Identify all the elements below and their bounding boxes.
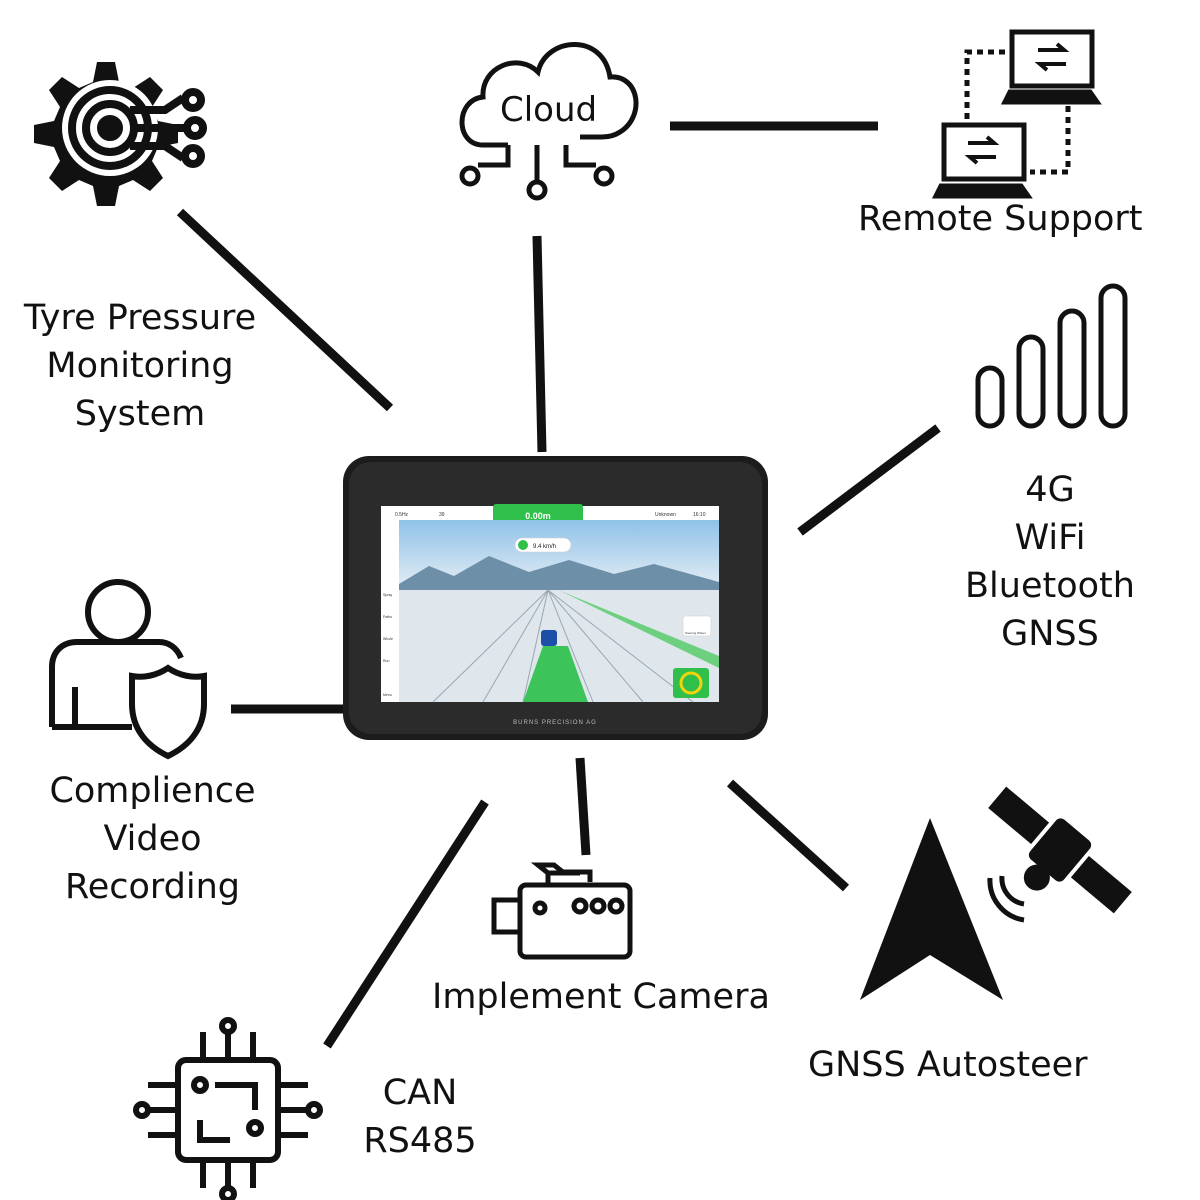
distance-banner	[493, 504, 583, 524]
connector-cloud	[532, 235, 547, 453]
tractor-icon	[541, 630, 557, 646]
tablet-screen: 0.00m 0.5Hz 39 Unknown 16:10 9.4 km/h Sp…	[343, 456, 768, 740]
gear-circuit-icon	[34, 62, 207, 206]
connectivity-label: 4G WiFi Bluetooth GNSS	[965, 470, 1135, 654]
connector-connectivity	[797, 424, 941, 536]
signal-bars-icon	[975, 283, 1128, 429]
cloud-label: Cloud	[500, 90, 598, 130]
navigation-arrow-icon	[860, 818, 1003, 1000]
camera-label: Implement Camera	[432, 977, 770, 1017]
svg-text:16:10: 16:10	[693, 512, 706, 518]
menu-item[interactable]: Whole	[383, 637, 393, 641]
menu-item[interactable]: Paths	[383, 615, 392, 619]
brand-text: BURNS PRECISION AG	[513, 720, 597, 726]
chip-icon	[133, 1017, 323, 1200]
connector-camera	[575, 757, 591, 856]
video-camera-icon	[491, 862, 633, 960]
compliance-label: Complience Video Recording	[49, 771, 256, 907]
person-shield-icon	[49, 579, 207, 760]
svg-text:Unknown: Unknown	[655, 512, 676, 518]
distance-readout: 0.00m	[525, 511, 551, 521]
menu-item[interactable]: Menu	[383, 693, 392, 697]
svg-text:0.5Hz: 0.5Hz	[395, 512, 409, 518]
autosteer-label: GNSS Autosteer	[808, 1045, 1088, 1085]
can-label: CAN RS485	[363, 1073, 477, 1161]
remote-laptops-icon	[931, 29, 1102, 199]
remote-support-label: Remote Support	[858, 199, 1143, 239]
tyre-pressure-label: Tyre Pressure Monitoring System	[23, 298, 257, 434]
display-tablet: 0.00m 0.5Hz 39 Unknown 16:10 9.4 km/h Sp…	[343, 456, 768, 740]
menu-item[interactable]: Spray	[383, 593, 392, 597]
connector-can	[323, 799, 489, 1049]
speed-readout: 9.4 km/h	[533, 544, 556, 550]
connector-autosteer	[726, 779, 850, 892]
menu-item[interactable]: Run	[383, 659, 389, 663]
satellite-icon	[987, 786, 1132, 923]
autosteer-button[interactable]	[673, 668, 709, 698]
svg-text:39: 39	[439, 512, 445, 518]
cloud-icon	[459, 42, 639, 201]
connector-tyre	[176, 208, 394, 412]
side-label: Steering Wheel	[685, 631, 706, 635]
